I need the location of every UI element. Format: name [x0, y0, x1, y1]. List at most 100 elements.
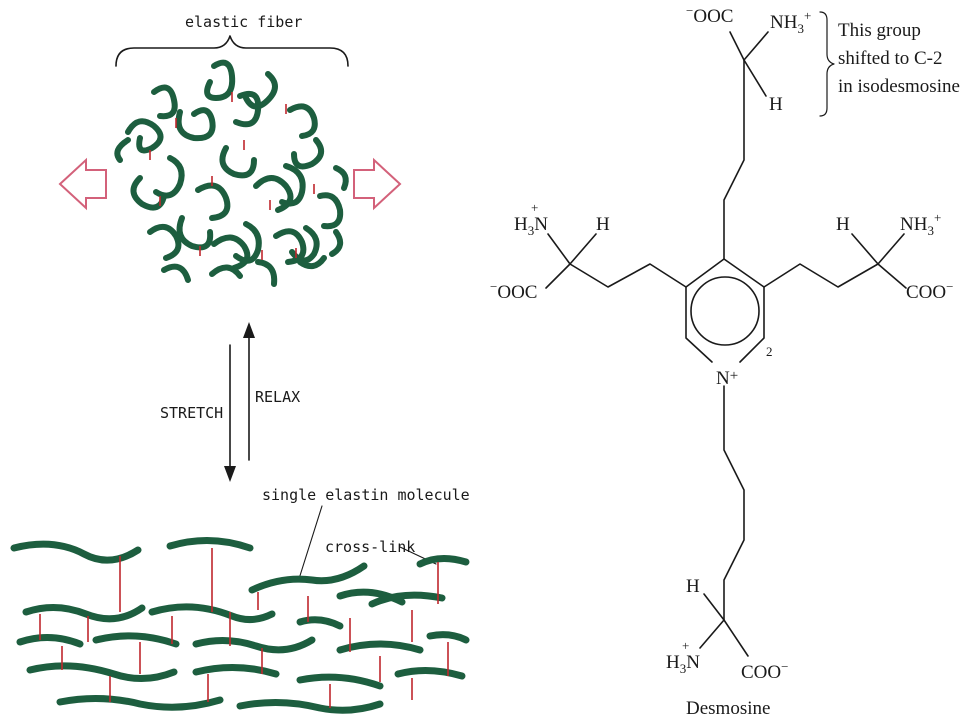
left-ammonium-sub: 3: [528, 223, 535, 238]
left-ammonium: H3N: [514, 214, 548, 238]
right-ammonium-text: NH: [900, 214, 928, 235]
top-ammonium: NH3+: [770, 8, 811, 36]
right-h-bond: [851, 233, 879, 265]
top-ammonium-charge: +: [804, 8, 811, 23]
right-ammonium-sub: 3: [927, 223, 934, 238]
relax-label: RELAX: [255, 388, 300, 406]
cross-link-label: cross-link: [325, 538, 415, 556]
ring-position-2: 2: [766, 344, 773, 359]
elastic-fiber-brace: [115, 35, 349, 67]
stretched-strand-1: [166, 537, 254, 552]
bottom-h-bond: [703, 593, 725, 621]
elastin-strand-23: [255, 259, 278, 287]
top-ammonium-sub: 3: [797, 21, 804, 36]
left-ammonium-text: H: [514, 214, 528, 235]
right-alpha-h: H: [836, 214, 850, 235]
left-ammonium-n: N: [534, 214, 548, 235]
stretched-strand-2: [248, 562, 368, 594]
elastin-strand-14: [317, 192, 344, 230]
elastin-strand-0: [125, 118, 164, 154]
bottom-carboxylate-text: COO: [741, 662, 781, 683]
elastin-strand-16: [176, 215, 214, 251]
stretched-strand-8: [368, 591, 446, 608]
elastin-strand-10: [195, 182, 231, 221]
top-chain-bonds: [723, 59, 745, 260]
molecule-leader-line: [297, 505, 323, 583]
pyridinium-n-text: N: [716, 368, 730, 389]
elastin-strand-2: [175, 107, 216, 142]
elastin-strand-5: [243, 71, 278, 110]
elastin-strand-7: [291, 137, 325, 170]
left-h-bond: [569, 233, 597, 265]
right-ammonium: NH3+: [900, 210, 941, 238]
top-carboxylate: −OOC: [686, 3, 733, 27]
top-alpha-h: H: [769, 94, 783, 115]
right-carboxylate-charge: −: [946, 279, 953, 294]
bottom-ammonium-n: N: [686, 652, 700, 673]
stretched-strand-12: [336, 640, 424, 654]
elastin-strand-22: [209, 264, 243, 279]
left-chain-bonds: [569, 263, 687, 288]
left-carboxylate: −OOC: [490, 279, 537, 303]
left-nh3-bond: [547, 233, 571, 265]
top-carboxylate-charge: −: [686, 3, 693, 18]
elastin-strand-13: [279, 163, 306, 207]
elastin-strand-6: [287, 103, 318, 139]
note-brace: [819, 11, 835, 117]
stretch-label: STRETCH: [160, 404, 223, 422]
left-ooc-bond: [545, 263, 571, 289]
stretched-strand-6: [148, 603, 276, 623]
relaxed-elastin-network: [114, 59, 349, 287]
elastic-fiber-label: elastic fiber: [185, 13, 302, 31]
elastin-strand-21: [161, 263, 191, 283]
stretched-strand-15: [192, 664, 280, 678]
note-line-2: shifted to C-2: [838, 48, 943, 69]
top-h-bond: [743, 59, 767, 97]
top-carboxylate-text: OOC: [693, 6, 733, 27]
elastin-strand-11: [219, 145, 257, 179]
top-nh3-bond: [743, 31, 769, 61]
top-ammonium-text: NH: [770, 12, 798, 33]
stretched-strand-4: [416, 555, 470, 568]
stretched-strand-16: [296, 673, 384, 690]
desmosine-structure: −OOC NH3+ H This group shifted to C-2 in…: [490, 3, 960, 719]
single-elastin-molecule-label: single elastin molecule: [262, 486, 470, 504]
pyridinium-nitrogen: N+: [716, 368, 738, 389]
elastin-strand-25: [114, 137, 131, 163]
top-ooc-bond: [729, 31, 745, 61]
left-ammonium-charge: +: [531, 200, 538, 215]
stretched-strand-19: [236, 698, 384, 714]
left-carboxylate-text: OOC: [497, 282, 537, 303]
elastin-strand-1: [151, 84, 178, 120]
bottom-carboxylate-charge: −: [781, 659, 788, 674]
stretched-strand-13: [426, 631, 470, 644]
pyridinium-n-charge: +: [730, 368, 738, 384]
elastin-strand-15: [147, 223, 182, 261]
right-nh3-bond: [877, 233, 905, 265]
left-carboxylate-charge: −: [490, 279, 497, 294]
stretched-elastin-network: [10, 537, 470, 714]
elastin-strand-24: [297, 255, 327, 270]
bottom-coo-bond: [723, 619, 749, 657]
right-carboxylate: COO−: [906, 279, 953, 303]
right-chain-bonds: [763, 263, 879, 288]
stretched-strand-11: [192, 636, 316, 654]
stretch-arrow-head: [224, 466, 236, 482]
stretched-strand-14: [26, 662, 178, 682]
right-ammonium-charge: +: [934, 210, 941, 225]
skeletal-bonds: [545, 31, 907, 657]
left-alpha-h: H: [596, 214, 610, 235]
stretched-strand-9: [16, 634, 84, 648]
right-pull-arrow: [353, 157, 402, 211]
stretched-strand-10: [92, 632, 180, 648]
stretched-strand-5: [22, 604, 146, 623]
elastin-strand-18: [233, 221, 262, 264]
aromatic-circle: [690, 276, 760, 346]
bottom-ammonium-charge: +: [682, 638, 689, 653]
bottom-carboxylate: COO−: [741, 659, 788, 683]
bottom-ammonium: H3N: [666, 652, 700, 676]
elastin-strand-17: [211, 234, 251, 271]
left-pull-arrow: [58, 157, 107, 211]
right-carboxylate-text: COO: [906, 282, 946, 303]
